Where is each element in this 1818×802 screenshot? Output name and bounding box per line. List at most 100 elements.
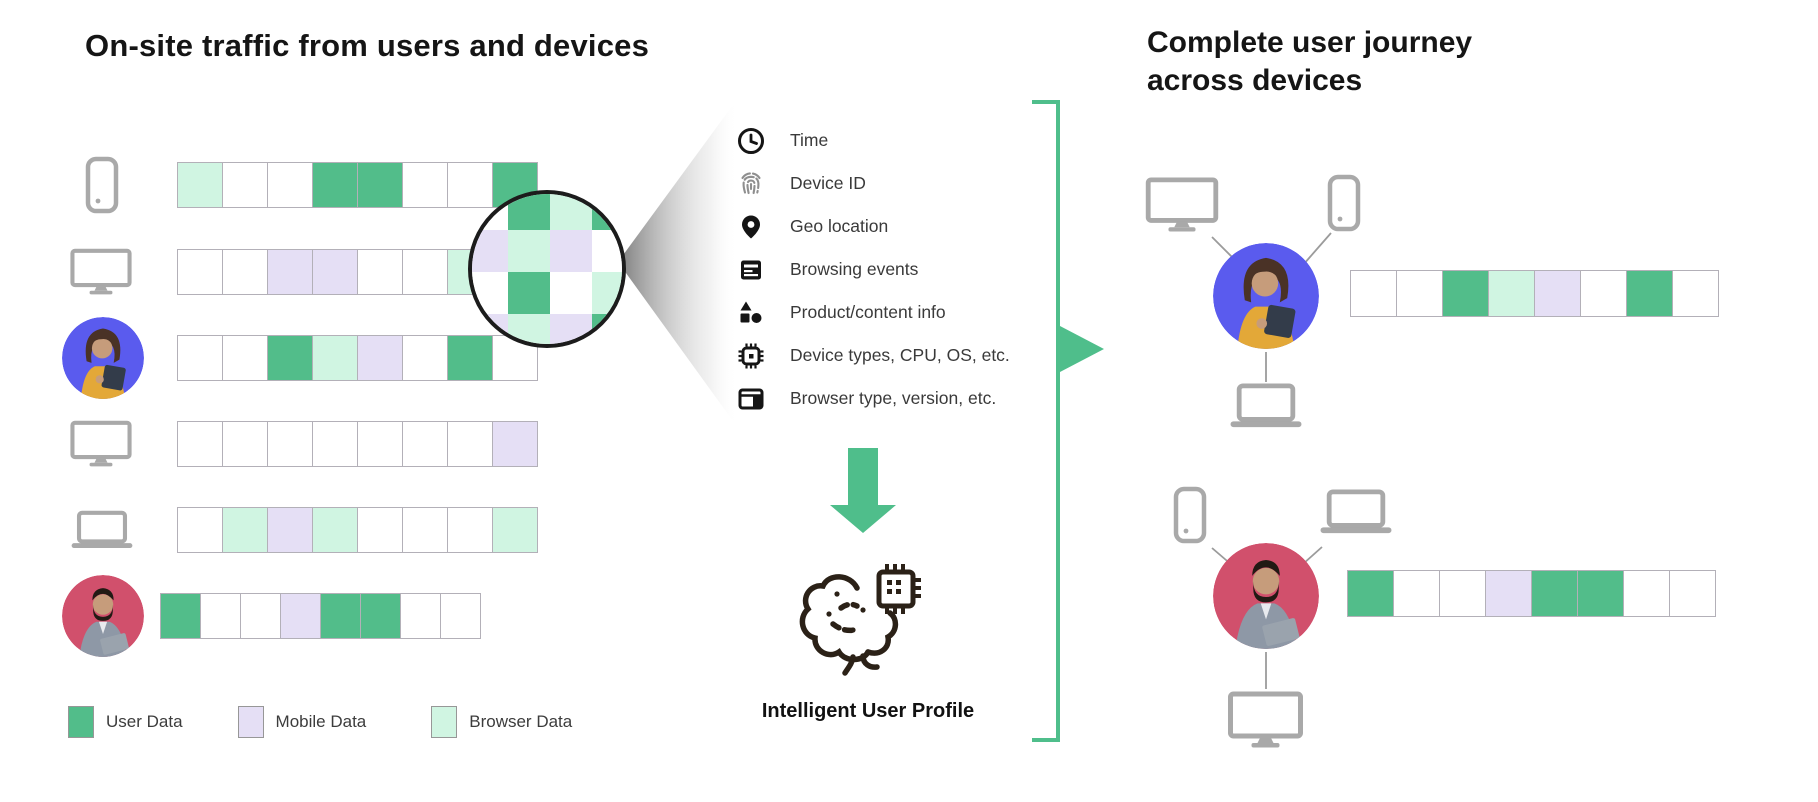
attribute-label: Device types, CPU, OS, etc. [790,345,1010,365]
data-cell-white [1350,270,1397,317]
attribute-label: Device ID [790,173,866,193]
legend-swatch-mint [431,706,458,738]
fingerprint-icon [736,169,768,199]
legend-item: User Data [68,706,183,738]
legend-label: Browser Data [469,712,573,731]
left-panel-title: On-site traffic from users and devices [85,28,650,63]
data-cell-white [222,335,268,381]
data-cell-lavender [267,249,313,295]
magnified-cell-lavender [550,230,592,272]
phone-icon [85,156,119,214]
data-cell-lavender [267,507,313,553]
data-cell-white [267,162,313,208]
attribute-item: Device ID [736,162,1010,205]
data-cell-white [357,507,403,553]
legend: User Data Mobile Data Browser Data [68,706,572,738]
data-cell-white [402,421,448,467]
data-cell-mint [312,335,358,381]
laptop-icon [1230,383,1302,428]
data-cell-white [222,421,268,467]
man-avatar [62,575,144,657]
magnified-cell-mint [508,230,550,272]
man-avatar [1213,543,1319,649]
data-cell-white [222,249,268,295]
data-cell-white [177,335,223,381]
desktop-icon [1145,177,1219,232]
data-cell-row [160,593,481,639]
magnified-cell-lavender [472,230,508,272]
data-cell-white [402,162,448,208]
data-cell-green [160,593,201,639]
attribute-label: Browsing events [790,259,919,279]
data-cell-mint [222,507,268,553]
desktop-device [1145,177,1219,233]
data-cell-green [1577,570,1624,617]
data-cell-white [1672,270,1719,317]
data-cell-white [200,593,241,639]
clock-icon [736,126,768,156]
product-content-icon [736,298,768,328]
data-cell-white [1439,570,1486,617]
data-cell-green [1531,570,1578,617]
user-woman-avatar [62,317,144,399]
browser-icon [736,384,768,414]
data-cell-white [440,593,481,639]
legend-item: Browser Data [431,706,572,738]
data-cell-white [402,335,448,381]
woman-avatar [1213,243,1319,349]
browsing-events-icon [736,255,768,285]
data-cell-white [447,507,493,553]
data-cell-lavender [1534,270,1581,317]
intelligent-profile-label: Intelligent User Profile [761,700,975,722]
legend-label: Mobile Data [275,712,367,731]
magnified-cell-white [592,230,622,272]
magnified-cell-green [508,194,550,230]
phone-device [1327,174,1361,232]
journey-bracket [1032,100,1104,742]
desktop-device [70,248,132,296]
data-cell-white [177,421,223,467]
right-panel-title: Complete user journey across devices [1147,24,1472,100]
data-cell-green [312,162,358,208]
data-cell-green [357,162,403,208]
right-title-line2: across devices [1147,64,1363,97]
data-cell-green [1626,270,1673,317]
journey-cell-row [1350,270,1719,317]
data-cell-green [267,335,313,381]
attribute-item: Geo location [736,205,1010,248]
magnified-cell-mint [592,272,622,314]
desktop-device [1227,691,1304,749]
attribute-label: Product/content info [790,302,946,322]
data-cell-green [360,593,401,639]
data-cell-lavender [280,593,321,639]
attribute-item: Device types, CPU, OS, etc. [736,334,1010,377]
data-cell-white [1396,270,1443,317]
data-cell-green [1347,570,1394,617]
data-cell-lavender [492,421,538,467]
desktop-icon [1228,691,1303,748]
desktop-device [70,420,132,468]
data-cell-white [400,593,441,639]
desktop-icon [70,420,132,467]
data-cell-white [177,507,223,553]
data-cell-white [240,593,281,639]
phone-device [85,156,119,214]
data-cell-lavender [357,335,403,381]
magnified-cell-green [508,272,550,314]
data-cell-mint [492,507,538,553]
data-cell-white [357,249,403,295]
data-cell-white [222,162,268,208]
data-cell-row [177,507,538,553]
journey-cell-row [1347,570,1716,617]
magnifier-beam [618,98,738,428]
woman-avatar [62,317,144,399]
attribute-item: Browser type, version, etc. [736,377,1010,420]
attribute-item: Browsing events [736,248,1010,291]
magnified-cell-white [550,272,592,314]
location-pin-icon [736,212,768,242]
data-cell-white [402,507,448,553]
magnified-cell-green [592,314,622,344]
magnified-cell-lavender [472,314,508,344]
